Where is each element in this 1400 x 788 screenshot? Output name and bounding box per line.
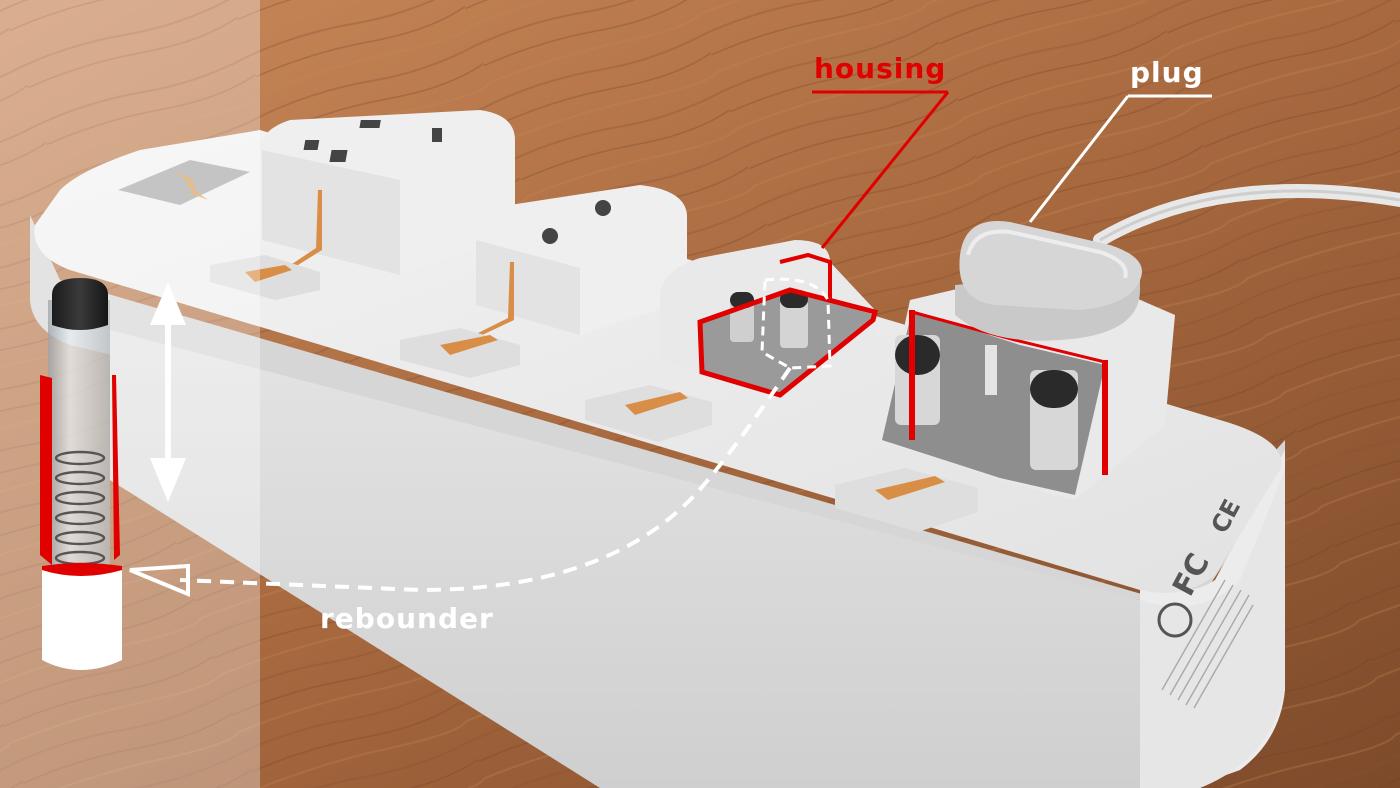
rebounder-base [42,570,122,670]
power-button [118,160,250,205]
plug-label: plug [1130,56,1204,89]
switch-1 [210,255,320,300]
callout-arrow-icon [129,563,190,597]
cutaway-socket [660,240,879,398]
rebounder-housing-red [40,375,52,565]
plug [955,220,1142,341]
rebounder-cap [52,278,108,330]
rebounder-detail [40,278,186,670]
socket-module-1 [260,110,515,275]
socket-module-2 [475,185,687,336]
rebounder-label: rebounder [320,602,494,635]
rebounder-tube [48,300,110,590]
fcc-logo-icon [1157,602,1193,638]
switch-3 [585,385,712,442]
switch-4 [835,468,978,532]
rebounder-callout [129,277,832,597]
housing-callout [812,90,950,249]
housing-label: housing [814,52,947,85]
detail-overlay-panel [0,0,260,788]
plug-callout [1028,94,1212,223]
strip-lower-side [110,330,1140,788]
switch-2 [400,328,520,378]
